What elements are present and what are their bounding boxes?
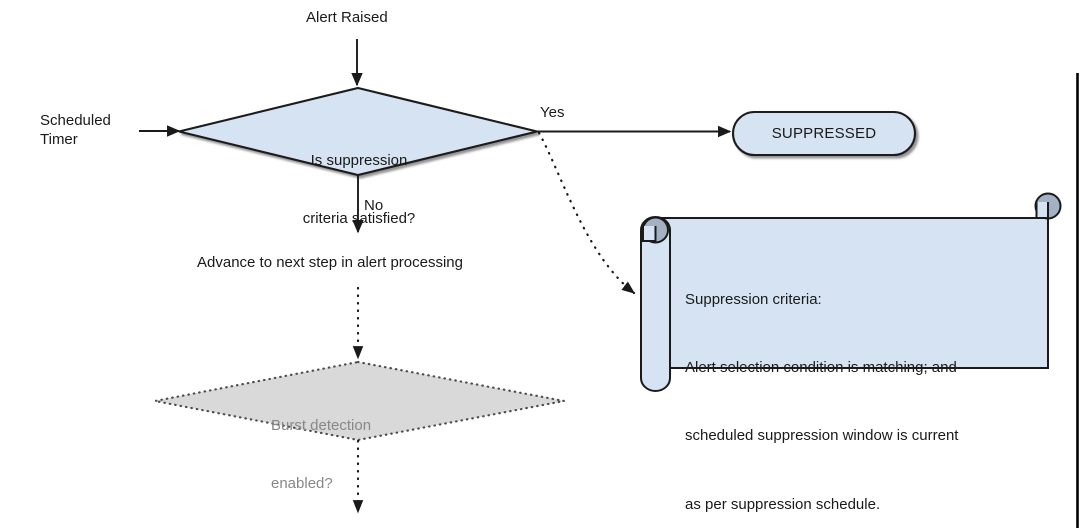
decision-label-line1: Is suppression — [310, 152, 408, 170]
decision-label-line2: criteria satisfied? — [302, 209, 416, 227]
label-advance-next-step: Advance to next step in alert processing — [197, 254, 463, 271]
decision-diamond-label: Is suppression criteria satisfied? — [240, 113, 478, 267]
note-line-3: scheduled suppression window is current — [685, 427, 959, 445]
node-suppressed-label: SUPPRESSED — [771, 125, 877, 142]
edge-label-yes: Yes — [540, 104, 565, 121]
label-alert-raised: Alert Raised — [306, 9, 388, 26]
note-curl-left-fold — [642, 226, 657, 242]
node-suppressed[interactable] — [731, 110, 917, 157]
note-line-4: as per suppression schedule. — [685, 495, 881, 513]
edge-decision-to-note-dotted — [537, 131, 636, 295]
note-text: Suppression criteria: Alert selection co… — [685, 243, 958, 528]
burst-label-line1: Burst detection — [271, 417, 372, 435]
note-curl-top-right-fold — [1035, 202, 1049, 219]
edge-label-no: No — [364, 197, 384, 214]
burst-diamond-label: Burst detection enabled? — [271, 378, 371, 528]
note-line-1: Suppression criteria: — [685, 290, 822, 308]
burst-label-line2: enabled? — [271, 474, 333, 492]
label-scheduled-timer: Scheduled Timer — [40, 112, 111, 149]
note-line-2: Alert selection condition is matching; a… — [685, 358, 957, 376]
